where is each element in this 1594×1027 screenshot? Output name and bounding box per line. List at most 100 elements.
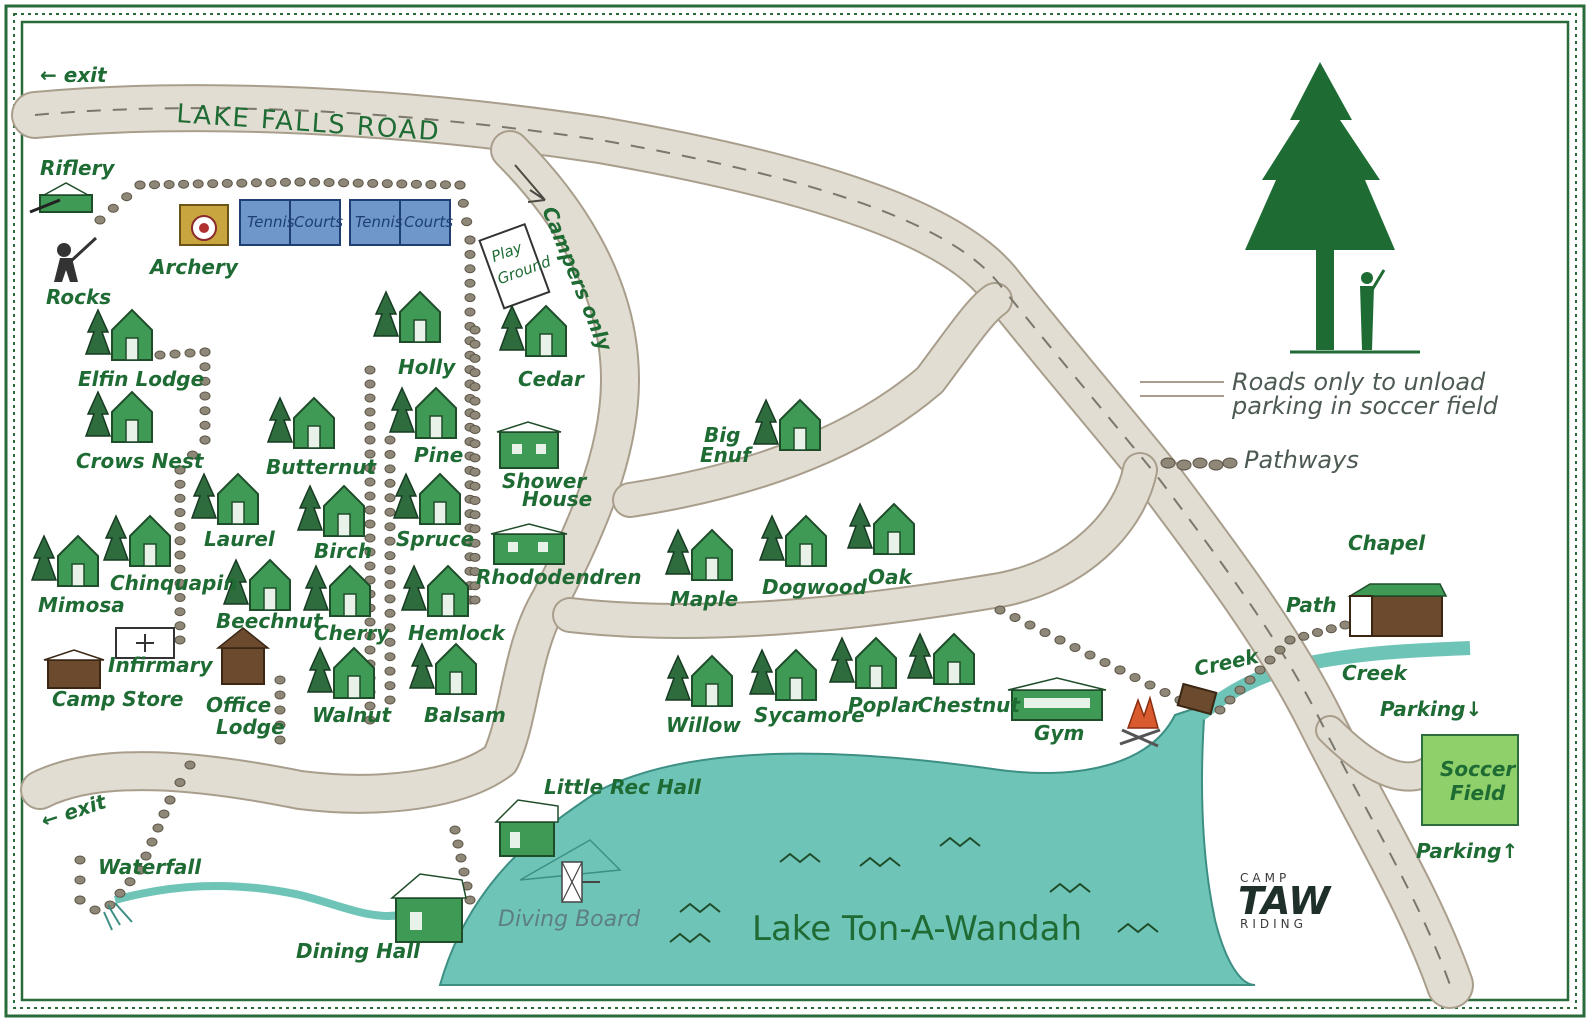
maple-cabin[interactable] bbox=[664, 528, 733, 581]
pebble bbox=[469, 368, 481, 378]
big-enuf-cabin[interactable] bbox=[752, 398, 821, 451]
birch-label[interactable]: Birch bbox=[314, 539, 372, 563]
pebble bbox=[174, 493, 186, 503]
pebble bbox=[174, 564, 186, 574]
walnut-cabin[interactable] bbox=[306, 646, 375, 699]
crows-nest-cabin[interactable] bbox=[84, 390, 153, 443]
beechnut-label[interactable]: Beechnut bbox=[216, 609, 324, 633]
gym-label[interactable]: Gym bbox=[1034, 721, 1084, 745]
dining-hall-label[interactable]: Dining Hall bbox=[296, 939, 421, 963]
pebble bbox=[74, 875, 86, 885]
shower-house-label-a[interactable]: Shower bbox=[502, 469, 587, 493]
chestnut-label[interactable]: Chestnut bbox=[918, 693, 1021, 717]
birch-cabin[interactable] bbox=[296, 484, 365, 537]
parking-bottom-label[interactable]: Parking↑ bbox=[1416, 839, 1518, 863]
camp-store-building[interactable] bbox=[43, 649, 105, 689]
spruce-label[interactable]: Spruce bbox=[396, 527, 474, 551]
willow-cabin[interactable] bbox=[664, 654, 733, 707]
waterfall-label[interactable]: Waterfall bbox=[98, 855, 202, 879]
balsam-cabin[interactable] bbox=[408, 642, 477, 695]
soccer-field[interactable]: Soccer Field bbox=[1421, 734, 1519, 826]
parking-top-label[interactable]: Parking↓ bbox=[1380, 697, 1482, 721]
rocks-label[interactable]: Rocks bbox=[46, 285, 111, 309]
chinquapin-label[interactable]: Chinquapin bbox=[110, 571, 237, 595]
big-enuf-label-a[interactable]: Big bbox=[704, 423, 740, 447]
pebble bbox=[469, 538, 481, 548]
rhododendren-label[interactable]: Rhododendren bbox=[476, 565, 642, 589]
pine-label[interactable]: Pine bbox=[414, 443, 463, 467]
beechnut-cabin[interactable] bbox=[222, 558, 291, 611]
walnut-label[interactable]: Walnut bbox=[312, 703, 393, 727]
pebble bbox=[140, 851, 152, 861]
holly-cabin[interactable] bbox=[372, 290, 441, 343]
little-rec-hall-building[interactable] bbox=[494, 799, 559, 857]
dogwood-cabin[interactable] bbox=[758, 514, 827, 567]
pebble bbox=[464, 293, 476, 303]
pebble bbox=[1069, 643, 1081, 652]
pebble bbox=[384, 493, 396, 503]
rhododendren-building[interactable] bbox=[490, 523, 568, 565]
tennis-court-2[interactable]: Tennis Courts bbox=[349, 199, 453, 246]
infirmary-label[interactable]: Infirmary bbox=[108, 653, 213, 677]
gym-building[interactable] bbox=[1007, 677, 1107, 721]
sycamore-label[interactable]: Sycamore bbox=[754, 703, 865, 727]
infirmary-building[interactable] bbox=[115, 627, 175, 659]
willow-label[interactable]: Willow bbox=[666, 713, 741, 737]
pebble bbox=[121, 192, 133, 202]
pebble bbox=[174, 522, 186, 532]
legend-pebbles-icon bbox=[1160, 457, 1238, 471]
poplar-cabin[interactable] bbox=[828, 636, 897, 689]
pine-cabin[interactable] bbox=[388, 386, 457, 439]
pebble bbox=[338, 178, 350, 188]
butternut-cabin[interactable] bbox=[266, 396, 335, 449]
laurel-label[interactable]: Laurel bbox=[204, 527, 276, 551]
dining-hall-building[interactable] bbox=[389, 873, 467, 943]
shower-house-label-b[interactable]: House bbox=[522, 487, 592, 511]
sycamore-cabin[interactable] bbox=[748, 648, 817, 701]
crows-nest-label[interactable]: Crows Nest bbox=[76, 449, 205, 473]
dogwood-label[interactable]: Dogwood bbox=[762, 575, 868, 599]
hemlock-label[interactable]: Hemlock bbox=[408, 621, 507, 645]
archery-label[interactable]: Archery bbox=[148, 255, 239, 279]
maple-label[interactable]: Maple bbox=[670, 587, 738, 611]
hemlock-cabin[interactable] bbox=[400, 564, 469, 617]
little-rec-hall-label[interactable]: Little Rec Hall bbox=[544, 775, 702, 799]
holly-label[interactable]: Holly bbox=[398, 355, 456, 379]
big-enuf-label-b[interactable]: Enuf bbox=[700, 443, 753, 467]
pebble bbox=[174, 550, 186, 560]
balsam-label[interactable]: Balsam bbox=[424, 703, 506, 727]
chestnut-cabin[interactable] bbox=[906, 632, 975, 685]
laurel-cabin[interactable] bbox=[190, 472, 259, 525]
elfin-lodge-cabin[interactable] bbox=[84, 308, 153, 361]
poplar-label[interactable]: Poplar bbox=[848, 693, 922, 717]
cedar-cabin[interactable] bbox=[498, 304, 567, 357]
pebble bbox=[457, 198, 469, 208]
office-lodge-label-b[interactable]: Lodge bbox=[216, 715, 285, 739]
oak-label[interactable]: Oak bbox=[868, 565, 913, 589]
exit-top-label[interactable]: ← exit bbox=[40, 63, 108, 87]
cedar-label[interactable]: Cedar bbox=[518, 367, 585, 391]
pebble bbox=[464, 249, 476, 259]
butternut-label[interactable]: Butternut bbox=[266, 455, 378, 479]
cherry-label[interactable]: Cherry bbox=[314, 621, 390, 645]
cherry-cabin[interactable] bbox=[302, 564, 371, 617]
office-lodge-label-a[interactable]: Office bbox=[206, 693, 271, 717]
chinquapin-cabin[interactable] bbox=[102, 514, 171, 567]
pebble bbox=[384, 608, 396, 618]
riflery-label[interactable]: Riflery bbox=[40, 156, 115, 180]
pebble bbox=[384, 565, 396, 575]
office-lodge-building[interactable] bbox=[215, 627, 271, 685]
chapel-label[interactable]: Chapel bbox=[1348, 531, 1426, 555]
shower-house-building[interactable] bbox=[496, 421, 562, 469]
mimosa-cabin[interactable] bbox=[30, 534, 99, 587]
mimosa-label[interactable]: Mimosa bbox=[38, 593, 125, 617]
spruce-cabin[interactable] bbox=[392, 472, 461, 525]
pebble bbox=[199, 406, 211, 416]
elfin-lodge-label[interactable]: Elfin Lodge bbox=[78, 367, 204, 391]
camp-store-label[interactable]: Camp Store bbox=[52, 687, 183, 711]
chapel-building[interactable] bbox=[1347, 583, 1448, 637]
pebble bbox=[455, 853, 467, 863]
oak-cabin[interactable] bbox=[846, 502, 915, 555]
tennis-court-1[interactable]: Tennis Courts bbox=[239, 199, 343, 246]
pebble bbox=[187, 450, 198, 460]
